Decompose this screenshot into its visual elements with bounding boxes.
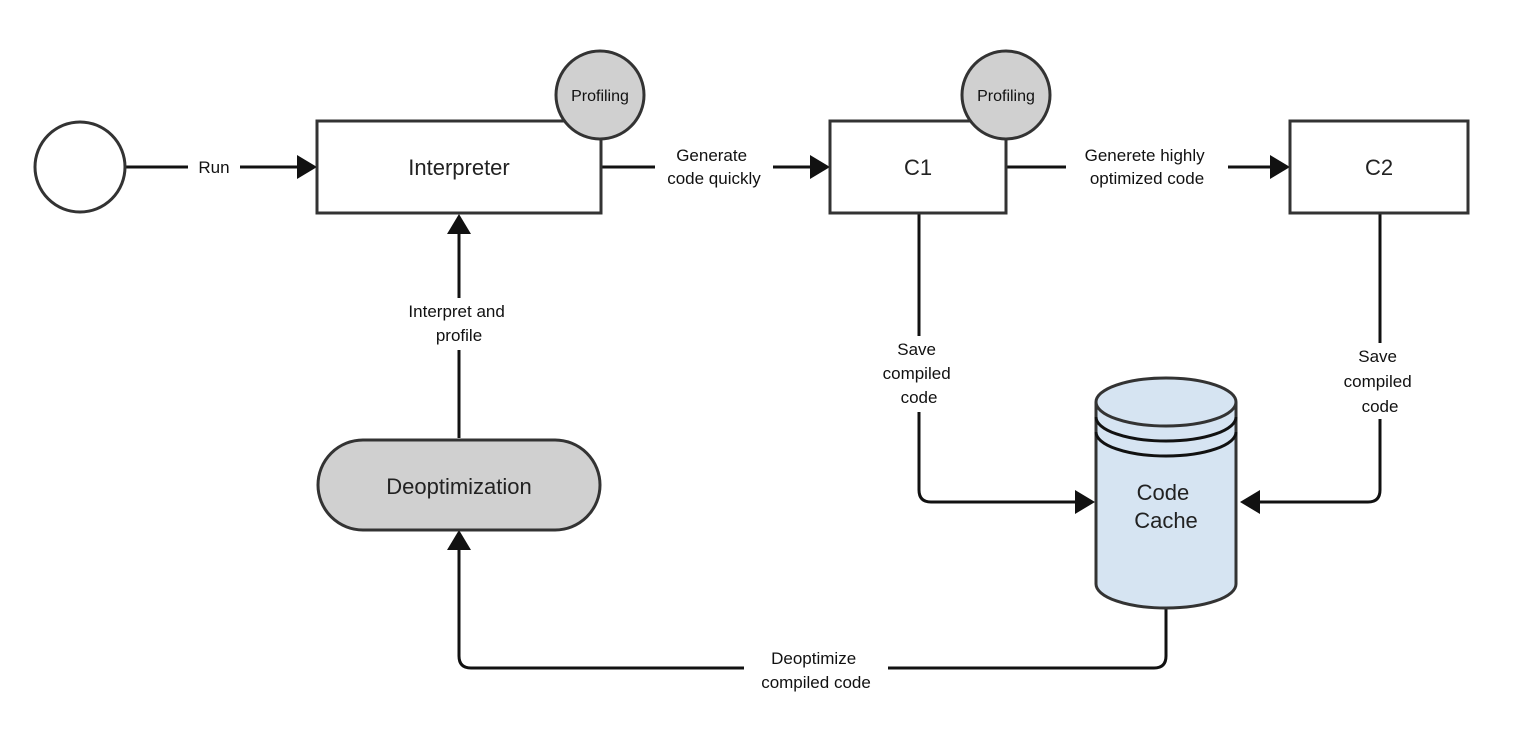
code-cache-line-1: Code <box>1137 480 1190 505</box>
deoptimize-line-1: Deoptimize <box>771 649 856 668</box>
save-c2-label-bg <box>1336 343 1424 419</box>
generate-optimized-label-bg <box>1066 143 1228 193</box>
generate-quickly-label: Generate code quickly <box>667 146 761 188</box>
profiling-interpreter-label: Profiling <box>571 88 629 105</box>
save-c1-label: Save compiled code <box>883 340 956 407</box>
c1-node: C1 <box>828 119 1008 215</box>
save-c1-line-1: Save <box>897 340 936 359</box>
run-label: Run <box>198 158 229 177</box>
code-cache-line-2: Cache <box>1134 508 1198 533</box>
deoptimize-label-bg <box>744 646 888 696</box>
code-cache-node: Code Cache <box>1094 376 1238 610</box>
save-c2-line-1: Save <box>1358 347 1397 366</box>
generate-optimized-label: Generete highly optimized code <box>1085 146 1210 188</box>
generate-optimized-line-2: optimized code <box>1090 169 1204 188</box>
generate-optimized-line-1: Generete highly <box>1085 146 1206 165</box>
save-c2-arrowhead <box>1240 490 1260 514</box>
save-c2-edge <box>1258 213 1382 504</box>
interpret-profile-label-bg <box>393 298 525 350</box>
profiling-interpreter-badge: Profiling <box>554 49 646 141</box>
save-c1-line-2: compiled <box>883 364 951 383</box>
save-c2-label: Save compiled code <box>1344 347 1417 416</box>
interpreter-label: Interpreter <box>408 155 510 180</box>
run-label-bg <box>188 155 240 179</box>
run-arrowhead <box>297 155 317 179</box>
generate-optimized-arrowhead <box>1270 155 1290 179</box>
profiling-c1-label: Profiling <box>977 88 1035 105</box>
c2-node: C2 <box>1288 119 1470 215</box>
interpret-profile-line-1: Interpret and <box>408 302 504 321</box>
deoptimize-line-2: compiled code <box>761 673 871 692</box>
interpret-profile-label: Interpret and profile <box>408 302 509 345</box>
c2-label: C2 <box>1365 155 1393 180</box>
start-node <box>33 120 127 214</box>
generate-quickly-line-1: Generate <box>676 146 747 165</box>
deoptimize-arrowhead <box>447 530 471 550</box>
c1-label: C1 <box>904 155 932 180</box>
save-c1-line-3: code <box>901 388 938 407</box>
code-cache-label: Code Cache <box>1134 480 1198 533</box>
save-c2-line-2: compiled <box>1344 372 1412 391</box>
deoptimization-label: Deoptimization <box>386 474 532 499</box>
generate-quickly-line-2: code quickly <box>667 169 761 188</box>
deoptimize-label: Deoptimize compiled code <box>761 649 871 692</box>
deoptimization-node: Deoptimization <box>316 438 602 532</box>
save-c1-label-bg <box>878 336 960 412</box>
interpreter-node: Interpreter <box>315 119 603 215</box>
interpret-profile-arrowhead <box>447 214 471 234</box>
generate-quickly-label-bg <box>655 143 773 193</box>
run-label-line-1: Run <box>198 158 229 177</box>
save-c2-line-3: code <box>1362 397 1399 416</box>
interpret-profile-line-2: profile <box>436 326 482 345</box>
generate-quickly-arrowhead <box>810 155 830 179</box>
save-c1-edge <box>917 213 1078 504</box>
save-c1-arrowhead <box>1075 490 1095 514</box>
profiling-c1-badge: Profiling <box>960 49 1052 141</box>
